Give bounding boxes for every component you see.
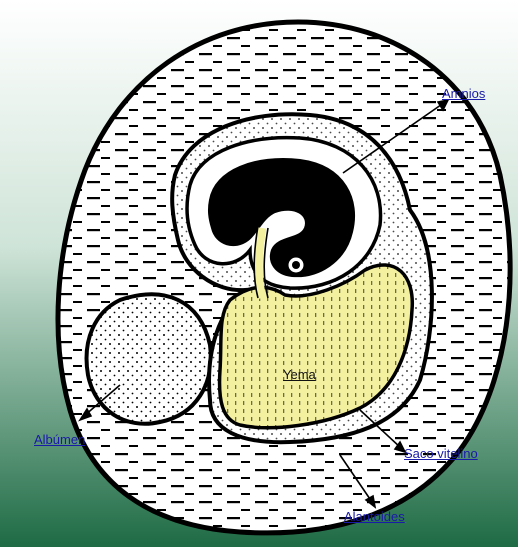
label-yema: Yema xyxy=(283,367,316,382)
yolk-stalk xyxy=(258,228,262,298)
label-saco-vitelino[interactable]: Saco vitelino xyxy=(404,446,478,461)
label-alantoides[interactable]: Alantoides xyxy=(344,509,405,524)
label-albumen[interactable]: Albúmen xyxy=(34,432,85,447)
label-amnios[interactable]: Amnios xyxy=(442,86,485,101)
